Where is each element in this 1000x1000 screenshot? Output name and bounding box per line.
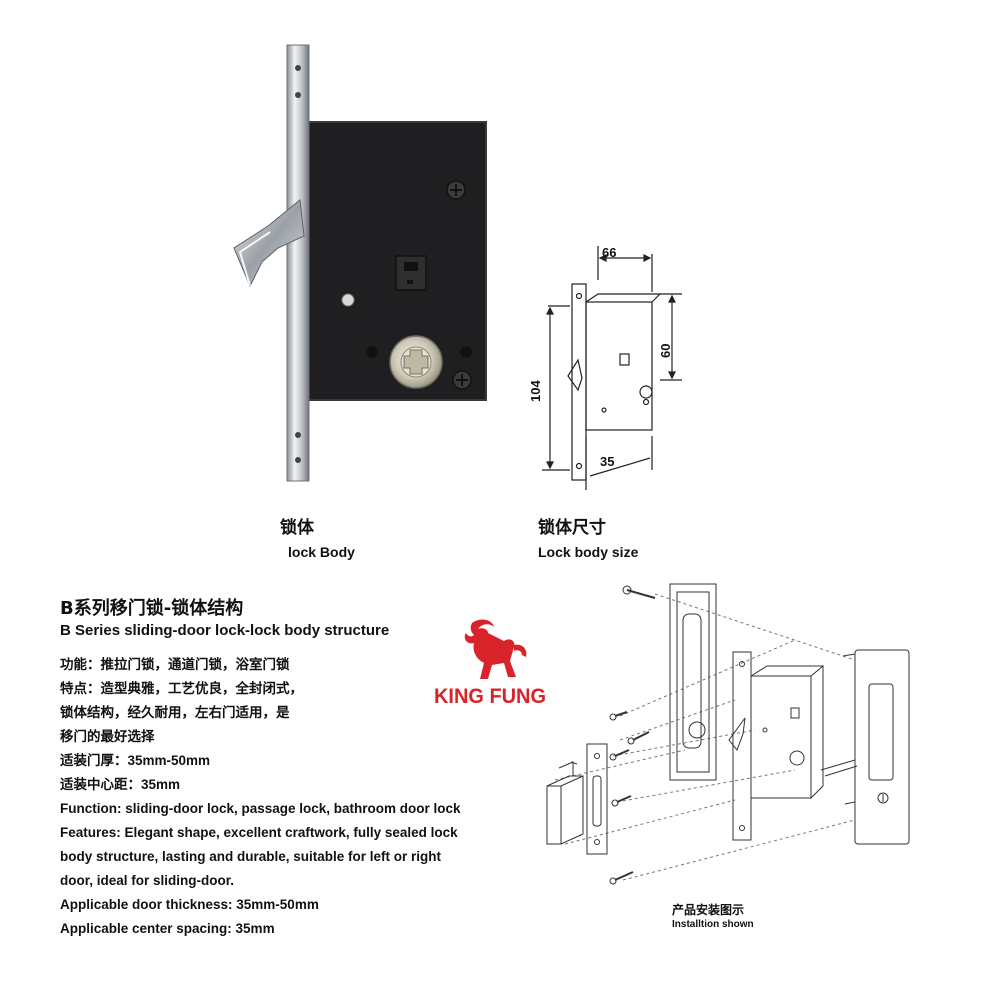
install-faceplate (732, 651, 752, 841)
spec-en-features-1: Features: Elegant shape, excellent craft… (60, 825, 458, 840)
spec-en-thickness: Applicable door thickness: 35mm-50mm (60, 897, 319, 912)
king-fung-logo: KING FUNG (434, 619, 546, 708)
dim-faceplate (571, 283, 587, 481)
dim-width-label: 66 (602, 245, 616, 260)
spindle-hole (395, 255, 427, 291)
install-lock-body (750, 675, 812, 799)
lock-dimension-drawing: 66 60 104 35 (528, 245, 682, 490)
spec-en-function: Function: sliding-door lock, passage loc… (60, 801, 461, 816)
dim-height-small-label: 60 (658, 344, 673, 358)
caption-lock-size-cn: 锁体尺寸 (538, 518, 606, 538)
spec-cn-features-3: 移门的最好选择 (60, 729, 155, 744)
spec-cn-function: 功能：推拉门锁，通道门锁，浴室门锁 (60, 657, 290, 672)
dim-case (585, 301, 653, 431)
installation-caption-en: Installtion shown (672, 919, 754, 930)
spec-list: 功能：推拉门锁，通道门锁，浴室门锁 特点：造型典雅，工艺优良，全封闭式， 锁体结… (60, 653, 490, 941)
install-inner-plate (854, 649, 910, 845)
dim-height-total-label: 104 (528, 380, 543, 402)
title-cn: B系列移门锁-锁体结构 (60, 598, 244, 619)
install-outer-plate (669, 583, 717, 781)
installation-drawing (546, 583, 910, 885)
bull-icon (464, 619, 527, 679)
install-strike-plate (586, 743, 608, 855)
install-strike-box (546, 775, 584, 845)
hook (233, 199, 305, 288)
spec-en-spacing: Applicable center spacing: 35mm (60, 921, 275, 936)
spec-cn-thickness: 适装门厚：35mm-50mm (60, 753, 211, 768)
faceplate (286, 44, 310, 482)
caption-lock-body-en: lock Body (288, 544, 355, 560)
screw-set (609, 585, 656, 885)
logo-text: KING FUNG (434, 685, 546, 708)
spec-cn-features-1: 特点：造型典雅，工艺优良，全封闭式， (60, 681, 303, 696)
spec-en-features-2: body structure, lasting and durable, sui… (60, 849, 442, 864)
title-en: B Series sliding-door lock-lock body str… (60, 622, 390, 639)
spec-en-features-3: door, ideal for sliding-door. (60, 873, 235, 888)
spec-cn-features-2: 锁体结构，经久耐用，左右门适用，是 (60, 705, 290, 720)
installation-caption-cn: 产品安装图示 (672, 903, 745, 917)
caption-lock-body-cn: 锁体 (280, 518, 314, 538)
dim-backset-label: 35 (600, 454, 614, 469)
lock-body-image (233, 44, 487, 482)
caption-lock-size-en: Lock body size (538, 544, 639, 560)
spec-cn-spacing: 适装中心距：35mm (60, 777, 181, 792)
